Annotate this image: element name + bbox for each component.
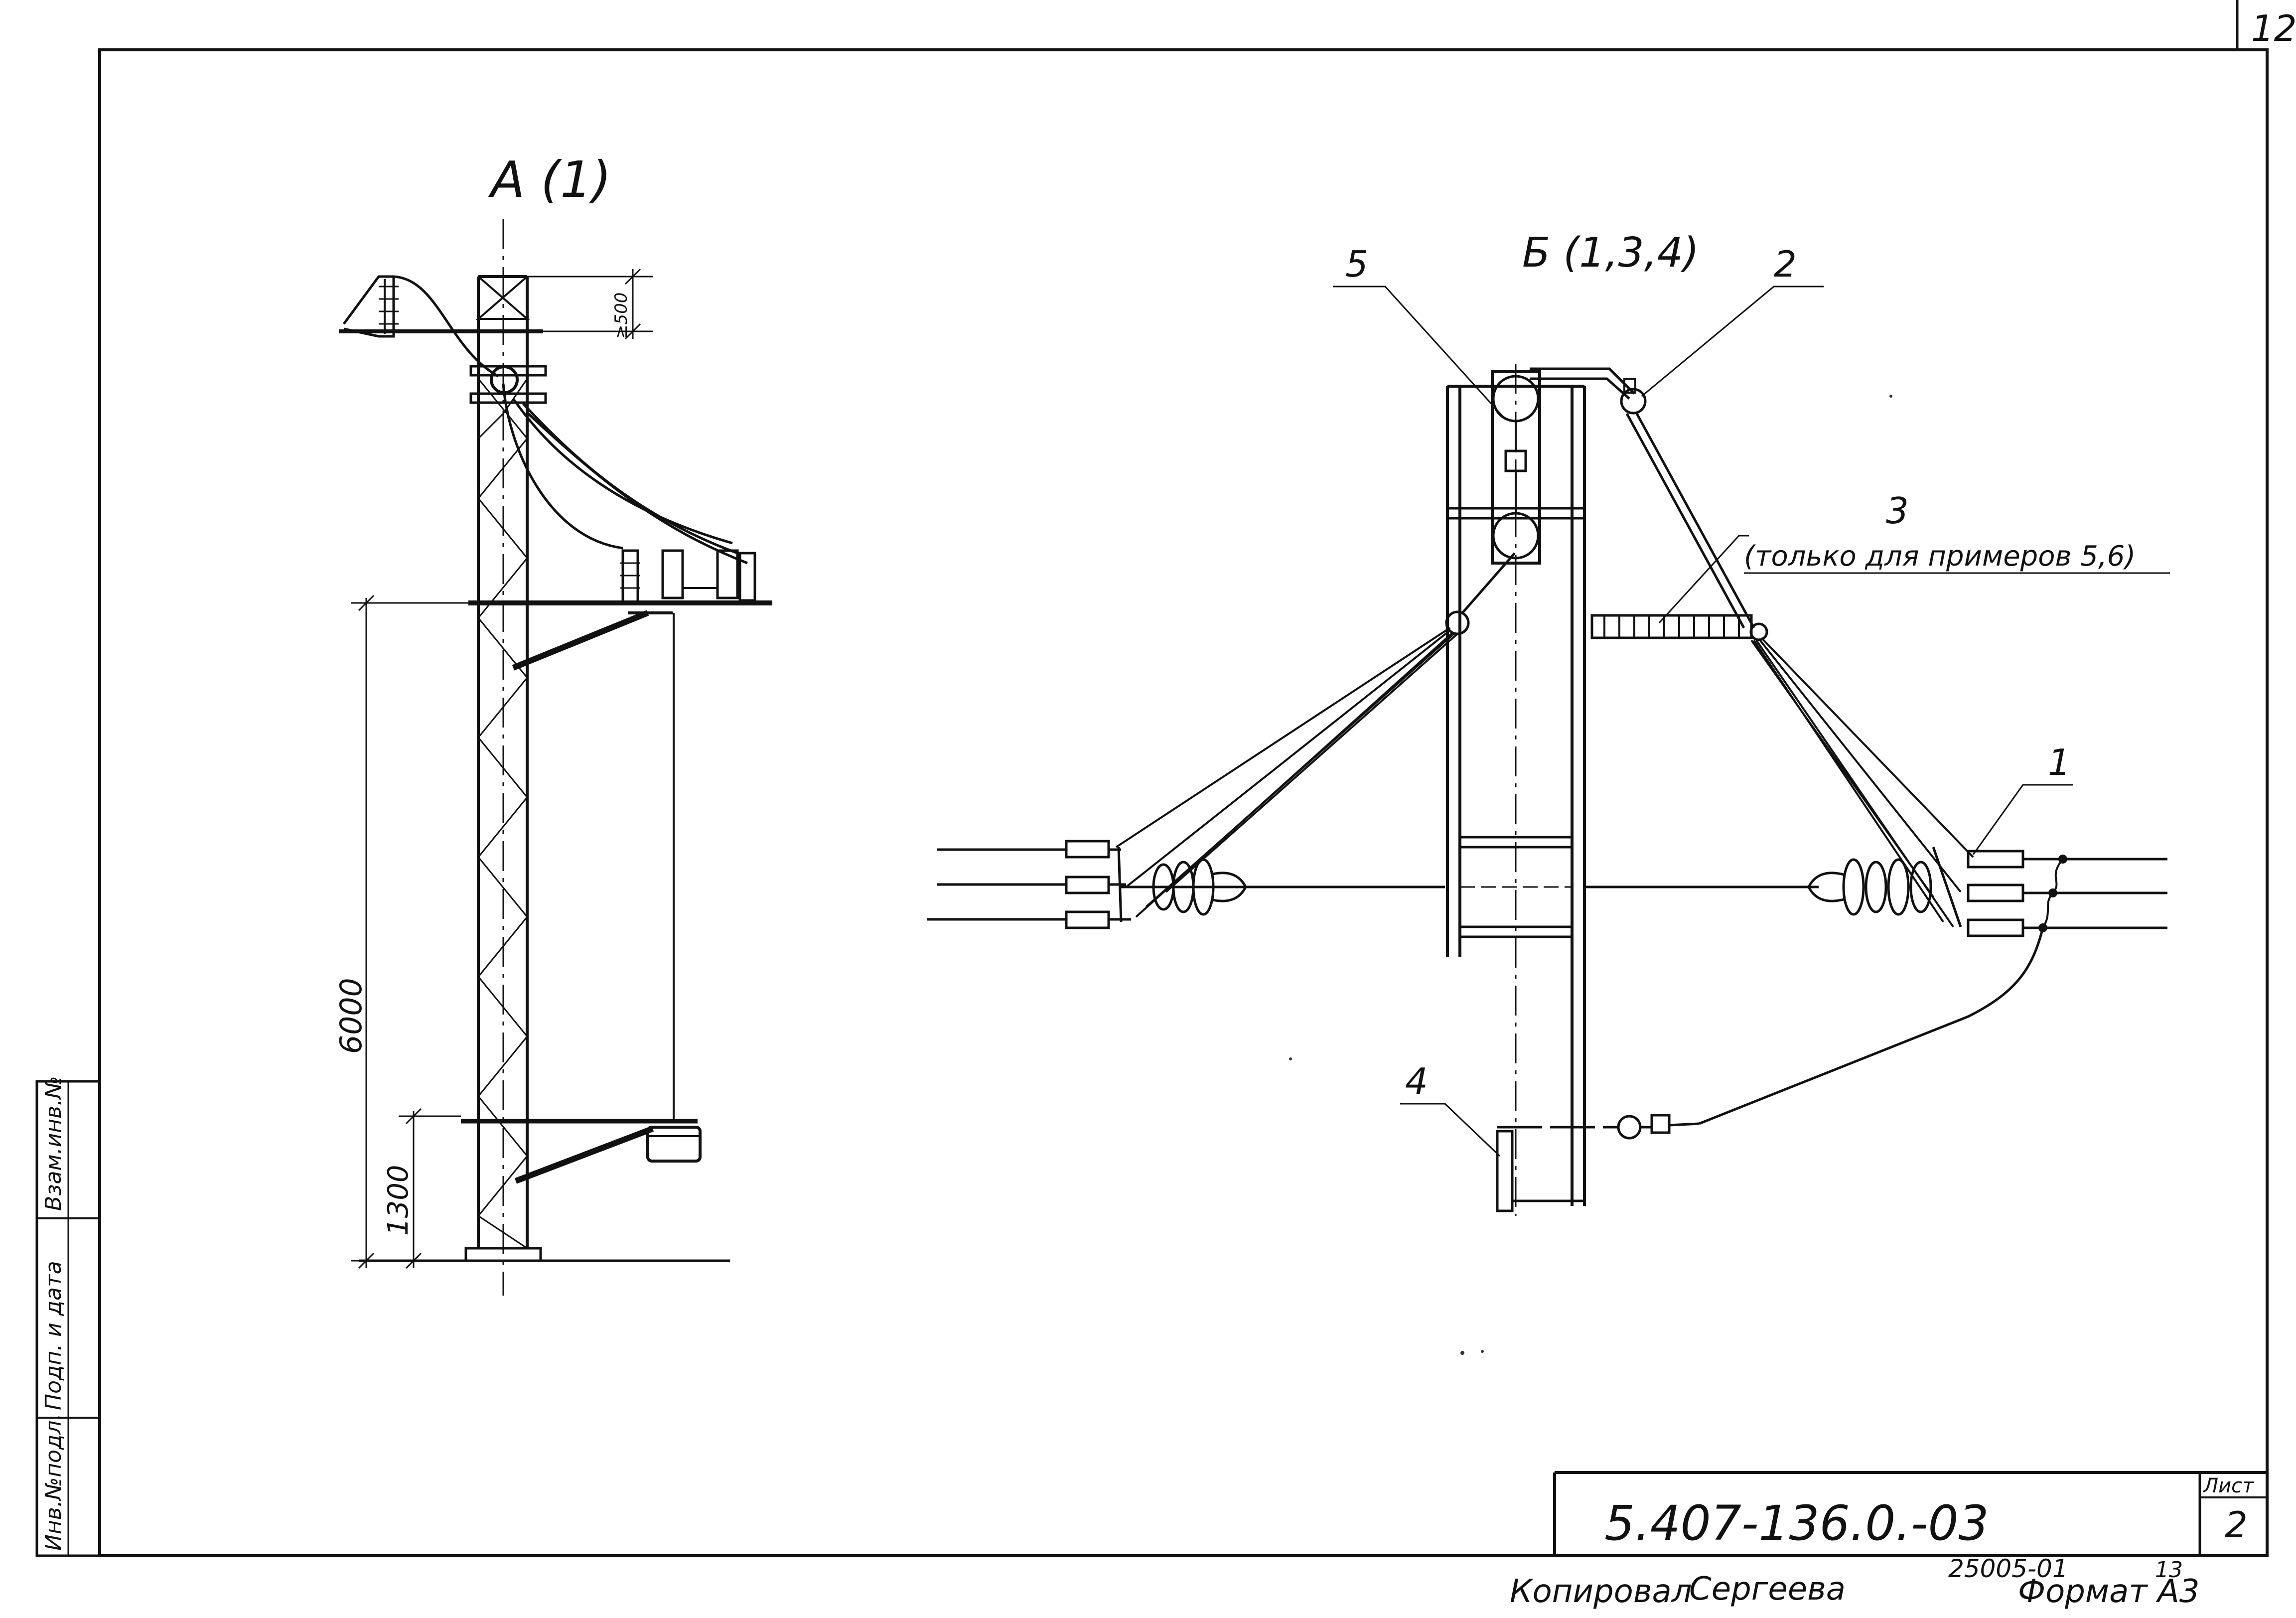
order-sub-number: 13 bbox=[2155, 1557, 2183, 1583]
left-lead-fan bbox=[1115, 627, 1458, 918]
view-a: А (1) bbox=[334, 150, 772, 1296]
paper-format: Формат А3 bbox=[2018, 1573, 2200, 1610]
platform bbox=[468, 549, 772, 671]
mast-crosspiece bbox=[1458, 836, 1574, 938]
side-stamp: Взам.инв.№ Подп. и дата Инв.№подл. bbox=[35, 1076, 101, 1557]
callout-1: 1 bbox=[2048, 741, 2071, 783]
sheet-frame bbox=[98, 0, 2269, 1557]
drive-bracket bbox=[461, 1119, 702, 1184]
callout-5: 5 bbox=[1345, 243, 1368, 285]
callout-4: 4 bbox=[1405, 1060, 1428, 1102]
view-b-title: Б (1,3,4) bbox=[1522, 229, 1699, 277]
right-line-conductors bbox=[1932, 847, 2167, 937]
sheet-corner-number: 12 bbox=[2251, 7, 2296, 49]
drive-mechanism bbox=[1496, 1126, 1618, 1212]
view-b: Б (1,3,4) bbox=[927, 229, 2170, 1355]
sheet-number: 2 bbox=[2225, 1504, 2248, 1546]
document-code: 5.407-136.0.-03 bbox=[1604, 1495, 1989, 1551]
top-crossarm bbox=[339, 275, 543, 338]
right-insulator-string bbox=[1584, 858, 1932, 916]
dimension-top: ≥500 bbox=[527, 268, 653, 340]
callout-3: 3 bbox=[1886, 490, 1909, 532]
left-insulator-string bbox=[1121, 858, 1445, 916]
view-a-title: А (1) bbox=[488, 150, 611, 209]
stamp-field-original-inv: Инв.№подл. bbox=[41, 1413, 66, 1551]
order-number: 25005-01 bbox=[1948, 1554, 2068, 1583]
disconnector-unit bbox=[1491, 370, 1541, 565]
copied-by-label: Копировал bbox=[1510, 1573, 1692, 1610]
dimension-top-label: ≥500 bbox=[611, 293, 631, 339]
dimension-1300: 1300 bbox=[382, 1108, 461, 1269]
callout-3-note: (только для примеров 5,6) bbox=[1744, 540, 2136, 573]
footer: Копировал Сергеева 25005-01 13 Формат А3 bbox=[1510, 1554, 2200, 1610]
stamp-field-replacement-inv: Взам.инв.№ bbox=[41, 1076, 66, 1211]
stamp-field-signature-date: Подп. и дата bbox=[41, 1261, 66, 1410]
left-line-conductors bbox=[927, 840, 1131, 929]
title-block: 5.407-136.0.-03 Лист 2 bbox=[1553, 1471, 2267, 1556]
ladder-insulator bbox=[1590, 614, 1753, 639]
right-lead-fan bbox=[1750, 637, 1974, 928]
sheet-label: Лист bbox=[2202, 1474, 2255, 1497]
dimension-6000-label: 6000 bbox=[334, 978, 369, 1054]
lattice-mast bbox=[475, 219, 530, 1296]
copier-name: Сергеева bbox=[1689, 1571, 1846, 1608]
dimension-6000: 6000 bbox=[334, 594, 468, 1269]
callout-2: 2 bbox=[1774, 243, 1797, 285]
dimension-1300-label: 1300 bbox=[382, 1165, 415, 1236]
